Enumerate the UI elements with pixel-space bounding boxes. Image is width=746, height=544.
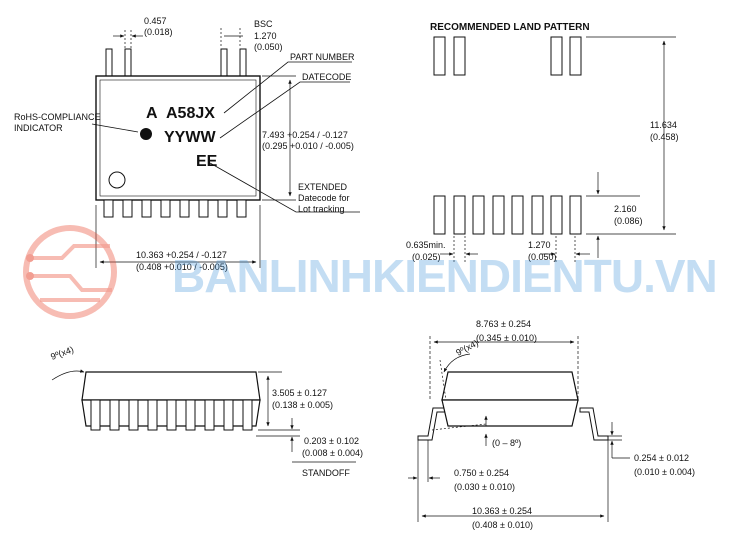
- land-pad-width-mm: 0.635min.: [406, 240, 446, 250]
- land-pitch-in: (0.050): [528, 252, 557, 262]
- body-length-mm: 10.363 +0.254 / -0.127: [136, 250, 227, 260]
- marking-ext: EE: [196, 153, 218, 170]
- side-standoff-in: (0.008 ± 0.004): [302, 448, 363, 458]
- end-thickness-in: (0.010 ± 0.004): [634, 467, 695, 477]
- land-overall-in: (0.458): [650, 132, 679, 142]
- extended-line2: Datecode for: [298, 193, 350, 203]
- land-pattern-view: RECOMMENDED LAND PATTERN: [406, 22, 679, 262]
- pitch-in: (0.050): [254, 42, 283, 52]
- side-standoff-label: STANDOFF: [302, 468, 350, 478]
- land-pads-top: [433, 36, 582, 76]
- end-foot-length-mm: 0.750 ± 0.254: [454, 468, 509, 478]
- top-leads: [105, 48, 247, 77]
- watermark-text: BANLINHKIENDIENTU.VN: [172, 250, 717, 302]
- land-pad-length-mm: 2.160: [614, 204, 637, 214]
- watermark-logo-icon: [23, 225, 117, 319]
- end-overall-mm: 10.363 ± 0.254: [472, 506, 532, 516]
- part-number-label: PART NUMBER: [290, 52, 355, 62]
- land-pitch-mm: 1.270: [528, 240, 551, 250]
- land-pad-length-in: (0.086): [614, 216, 643, 226]
- end-overall-in: (0.408 ± 0.010): [472, 520, 533, 530]
- body-length-in: (0.408 +0.010 / -0.005): [136, 262, 228, 272]
- land-pad-width-in: (0.025): [412, 252, 441, 262]
- marking-date: YYWW: [164, 129, 216, 146]
- lead-width-in: (0.018): [144, 27, 173, 37]
- side-standoff-mm: 0.203 ± 0.102: [304, 436, 359, 446]
- top-view: A A58JX YYWW EE 0.457 (0.018) BSC 1.270 …: [14, 16, 360, 272]
- rohs-label-1: RoHS-COMPLIANCE: [14, 112, 101, 122]
- bottom-leads: [103, 199, 247, 218]
- end-view: 8.763 ± 0.254 (0.345 ± 0.010) 9º(x4) (0 …: [408, 319, 695, 530]
- land-overall-mm: 11.634: [650, 120, 677, 130]
- side-view: 9º(x4) 3.505 ± 0.127 (0.138 ± 0.005) 0.2…: [49, 344, 363, 478]
- pin1-indicator: [108, 171, 126, 189]
- marking-part: A58JX: [166, 105, 215, 122]
- extended-line3: Lot tracking: [298, 204, 345, 214]
- end-foot-angle: (0 – 8º): [492, 438, 521, 448]
- side-height-mm: 3.505 ± 0.127: [272, 388, 327, 398]
- pitch-mm: 1.270: [254, 31, 277, 41]
- side-leads: [90, 399, 253, 431]
- end-foot-length-in: (0.030 ± 0.010): [454, 482, 515, 492]
- marking-a: A: [146, 105, 158, 122]
- extended-label: EXTENDED: [298, 182, 348, 192]
- body-width-in: (0.295 +0.010 / -0.005): [262, 141, 354, 151]
- land-pattern-title: RECOMMENDED LAND PATTERN: [430, 22, 590, 33]
- end-top-width-in: (0.345 ± 0.010): [476, 333, 537, 343]
- body-width-mm: 7.493 +0.254 / -0.127: [262, 130, 348, 140]
- rohs-label-2: INDICATOR: [14, 123, 63, 133]
- rohs-dot: [140, 128, 152, 140]
- land-pads-bottom: [433, 195, 582, 235]
- watermark: BANLINHKIENDIENTU.VN: [23, 225, 718, 319]
- pitch-label: BSC: [254, 19, 273, 29]
- end-top-width-mm: 8.763 ± 0.254: [476, 319, 531, 329]
- datecode-label: DATECODE: [302, 72, 351, 82]
- side-height-in: (0.138 ± 0.005): [272, 400, 333, 410]
- end-thickness-mm: 0.254 ± 0.012: [634, 453, 689, 463]
- lead-width-mm: 0.457: [144, 16, 167, 26]
- side-angle: 9º(x4): [49, 344, 75, 362]
